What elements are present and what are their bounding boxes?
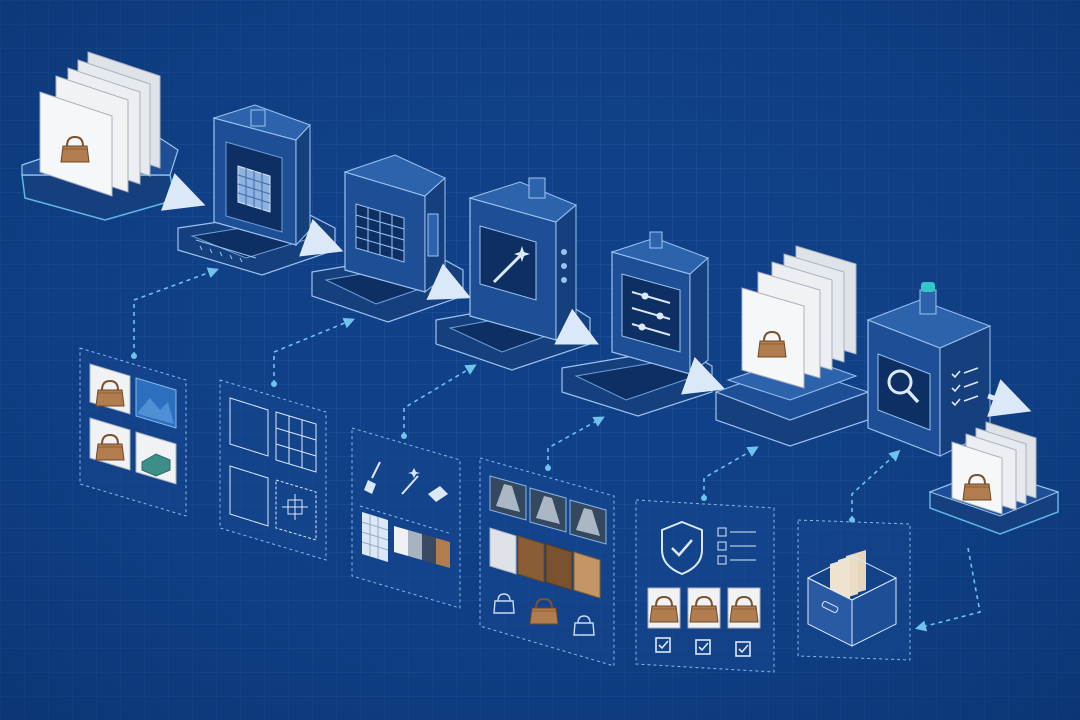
grid-icon: [275, 411, 317, 473]
keypad-grid-icon: [355, 203, 405, 263]
grid-machine: [311, 154, 464, 323]
panel-retouch-tools: [351, 427, 461, 609]
checklist-icon: [717, 527, 756, 565]
check-boxes: [655, 637, 751, 657]
fabric-photo-icon: [141, 453, 171, 477]
sliders-icon: [631, 291, 671, 336]
flow-arrow: [161, 173, 206, 211]
connector-line: [133, 267, 220, 356]
magnifier-icon: [887, 369, 920, 404]
approved-images: [647, 587, 761, 629]
swatches-icon: [394, 526, 450, 568]
panel-quality-check: [635, 499, 775, 673]
wood-swatch-icon: [517, 535, 545, 583]
panel-source-images: [79, 347, 187, 517]
shield-check-icon: [661, 520, 703, 576]
eraser-icon: [428, 486, 448, 502]
conveyor-belt: [195, 239, 257, 263]
status-light-icon: [921, 282, 935, 292]
input-tray: [21, 51, 179, 221]
brush-icon: [364, 461, 381, 494]
connector-line: [914, 547, 981, 632]
flow-arrow: [426, 263, 472, 300]
panel-archive: [797, 519, 911, 661]
wand-machine: [435, 177, 591, 371]
connector-line: [403, 364, 477, 436]
checklist-icon: [951, 367, 979, 407]
frame-icon: [229, 465, 269, 527]
card-stack: [741, 245, 857, 389]
storage-box-icon: [806, 550, 898, 647]
marble-swatch-icon: [489, 527, 517, 575]
final-tray: [928, 421, 1060, 535]
crop-target-icon: [275, 479, 317, 541]
light-wood-swatch-icon: [573, 551, 601, 599]
leather-swatch-icon: [545, 543, 573, 591]
magic-wand-icon: [401, 468, 420, 495]
connector-line: [547, 416, 605, 468]
connector-line: [703, 446, 759, 498]
connector-lines: [133, 267, 981, 632]
connector-line: [273, 317, 355, 384]
transparency-icon: [361, 512, 389, 562]
spotlights-icon: [489, 475, 607, 545]
panel-crop-layouts: [219, 379, 327, 561]
panel-lighting-materials: [479, 457, 615, 667]
frame-icon: [229, 397, 269, 457]
adjust-machine: [561, 231, 713, 417]
flow-arrow: [680, 356, 726, 395]
inspection-machine: [866, 282, 992, 457]
checker-sheet-icon: [237, 165, 271, 213]
connector-line: [851, 449, 901, 520]
scanner-machine: [177, 104, 336, 276]
flow-arrow: [987, 379, 1032, 417]
flow-arrow: [554, 308, 599, 345]
output-stack: [714, 245, 870, 447]
magic-wand-icon: [492, 246, 530, 284]
flow-arrow: [298, 218, 344, 257]
